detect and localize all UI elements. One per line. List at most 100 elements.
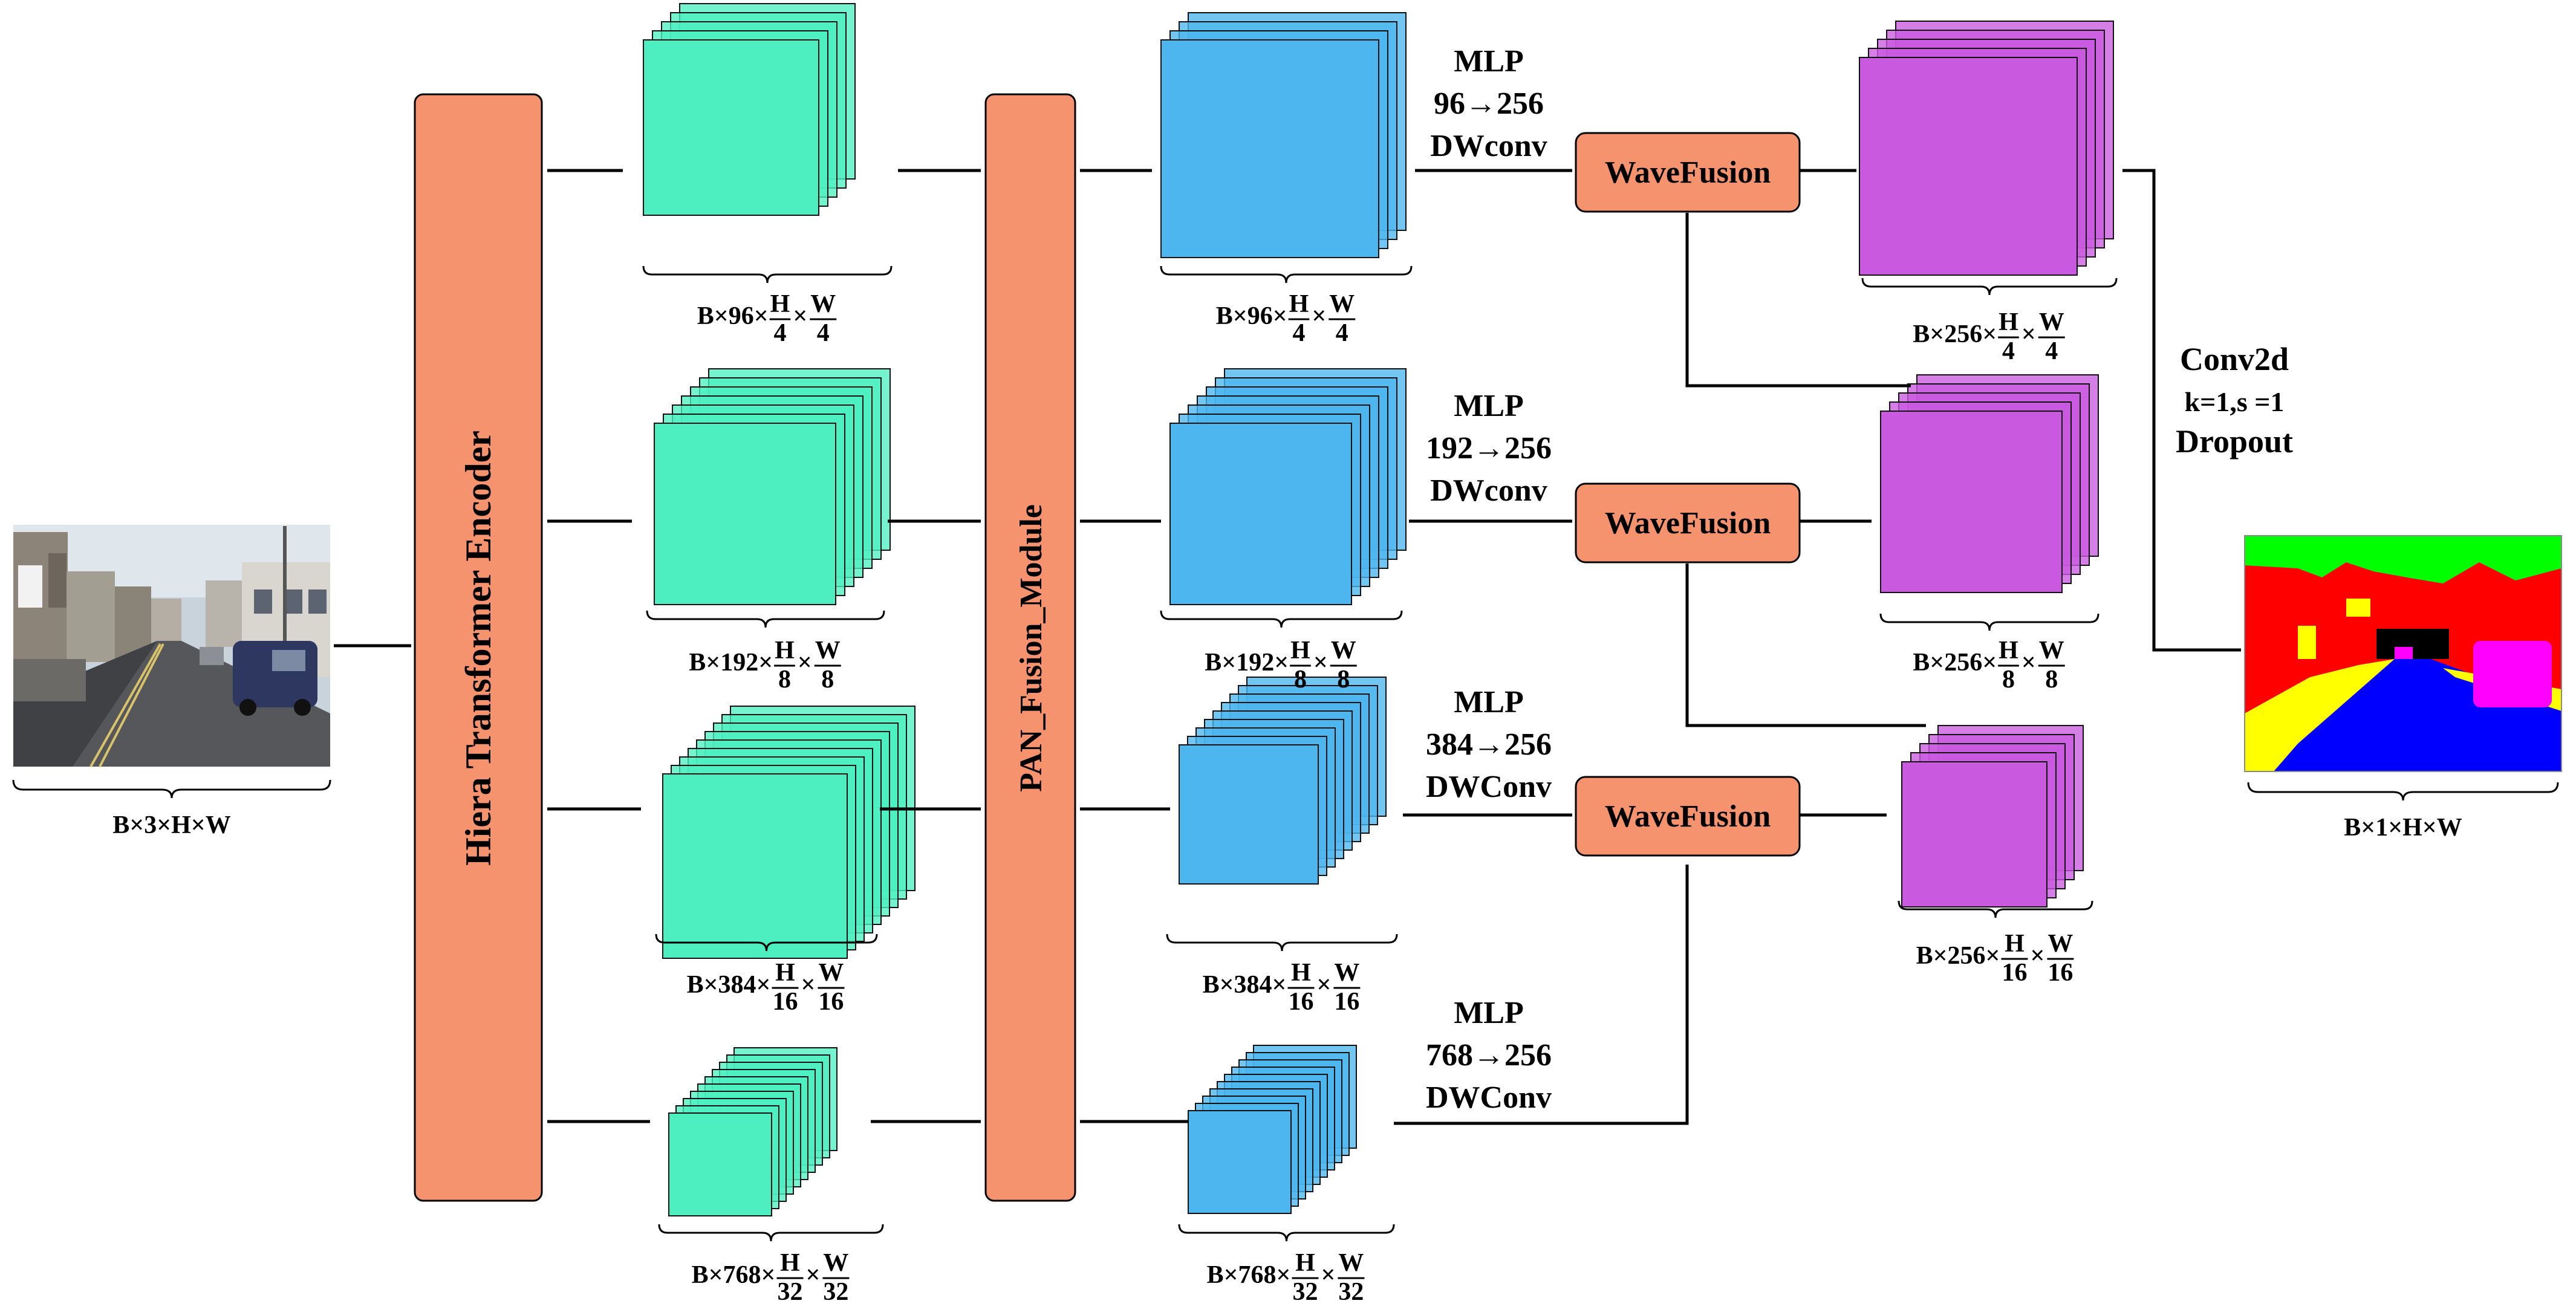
fused-feature-dim-label-1: B×256×H4×W4: [1913, 308, 2065, 365]
svg-text:768→256: 768→256: [1426, 1038, 1552, 1073]
svg-text:k=1,s =1: k=1,s =1: [2185, 386, 2285, 417]
frac-numerator: H: [1999, 308, 2018, 336]
fused-feature-stack-2: [1880, 374, 2099, 593]
frac-denominator: 32: [823, 1278, 848, 1306]
feature-map-layer: [1880, 411, 2063, 593]
frac-numerator: H: [775, 959, 795, 987]
pan-fusion-label: PAN_Fusion_Module: [1014, 504, 1049, 792]
svg-text:MLP: MLP: [1454, 685, 1524, 719]
frac-denominator: 32: [1338, 1278, 1364, 1306]
input-label-brace: [12, 779, 331, 799]
dimension-brace: [655, 933, 878, 952]
input-image: [13, 525, 330, 767]
frac-numerator: W: [1331, 637, 1356, 664]
frac-denominator: 16: [818, 988, 844, 1016]
encoder-feature-stack-3: [662, 706, 916, 959]
output-segmentation-map: [2244, 535, 2562, 772]
dimension-brace: [1861, 278, 2118, 296]
frac-numerator: W: [815, 637, 841, 664]
dim-prefix: B×384×: [687, 971, 771, 999]
pan-feature-dim-label-2: B×192×H8×W8: [1205, 637, 1357, 693]
dim-prefix: B×256×: [1913, 649, 1997, 677]
dimension-brace: [646, 610, 885, 628]
dimension-brace: [1879, 613, 2100, 631]
frac-numerator: W: [1334, 959, 1359, 987]
times-sign: ×: [798, 649, 812, 677]
pan-feature-stack-2: [1169, 368, 1407, 605]
pan-fusion-block: [984, 93, 1076, 1202]
times-sign: ×: [2030, 942, 2044, 970]
frac-denominator: 16: [2047, 959, 2073, 987]
frac-denominator: 4: [1292, 319, 1305, 347]
encoder-feature-stack-2: [654, 368, 891, 605]
feature-map-layer: [662, 773, 848, 959]
encoder-feature-dim-label-2: B×192×H8 ×W8: [689, 637, 841, 693]
frac-denominator: 8: [821, 666, 834, 693]
frac-numerator: W: [1338, 1249, 1364, 1277]
pan-feature-stack-3: [1179, 677, 1387, 885]
frac-numerator: W: [2039, 308, 2064, 336]
frac-numerator: W: [2039, 637, 2064, 664]
frac-denominator: 8: [778, 666, 791, 693]
frac-numerator: W: [1329, 290, 1355, 318]
conv-label: Conv2d k=1,s =1 Dropout: [2176, 341, 2293, 459]
feature-map-layer: [1859, 57, 2078, 276]
dim-prefix: B×768×: [1207, 1261, 1291, 1289]
svg-text:MLP: MLP: [1454, 389, 1524, 423]
frac-numerator: H: [775, 637, 795, 664]
frac-numerator: H: [780, 1249, 800, 1277]
dim-prefix: B×384×: [1203, 971, 1287, 999]
arrow-fused3-up-to-wavefusion-2: [1685, 563, 1926, 727]
arrow-fused2-up-to-wavefusion-1: [1685, 213, 1911, 388]
frac-denominator: 32: [1292, 1278, 1318, 1306]
svg-text:192→256: 192→256: [1426, 431, 1552, 466]
wavefusion-block-2: WaveFusion: [1575, 482, 1801, 563]
frac-denominator: 4: [773, 319, 786, 347]
svg-text:DWconv: DWconv: [1430, 129, 1547, 163]
dimension-brace: [642, 265, 893, 284]
times-sign: ×: [805, 1261, 820, 1289]
frac-numerator: H: [1999, 637, 2018, 664]
frac-denominator: 16: [1288, 988, 1313, 1016]
svg-text:Dropout: Dropout: [2176, 423, 2293, 459]
wavefusion-block-3: WaveFusion: [1575, 776, 1801, 857]
mlp-label-4: MLP 768→256 DWConv: [1426, 996, 1552, 1115]
frac-numerator: W: [818, 959, 844, 987]
frac-denominator: 4: [817, 319, 830, 347]
input-dimension-label: B×3×H×W: [112, 811, 230, 839]
pan-feature-stack-4: [1188, 1045, 1357, 1214]
frac-numerator: H: [1291, 959, 1311, 987]
wavefusion-block-1: WaveFusion: [1575, 132, 1801, 213]
times-sign: ×: [1316, 971, 1331, 999]
svg-text:MLP: MLP: [1454, 44, 1524, 79]
pan-feature-dim-label-4: B×768×H32×W32: [1207, 1249, 1365, 1306]
frac-denominator: 32: [777, 1278, 802, 1306]
dim-prefix: B×192×: [689, 649, 773, 677]
mlp-label-2: MLP 192→256 DWconv: [1426, 389, 1552, 508]
pan-feature-dim-label-3: B×384×H16×W16: [1203, 959, 1361, 1016]
times-sign: ×: [793, 302, 807, 330]
arrow-fused1-to-output: [2122, 169, 2241, 652]
fused-feature-stack-3: [1901, 725, 2084, 908]
dim-prefix: B×256×: [1916, 942, 2000, 970]
frac-denominator: 8: [1337, 666, 1350, 693]
dim-prefix: B×96×: [1216, 302, 1287, 330]
svg-text:DWConv: DWConv: [1426, 1080, 1552, 1115]
frac-denominator: 8: [2002, 666, 2015, 693]
feature-map-layer: [1901, 761, 2047, 908]
fused-feature-stack-1: [1859, 21, 2114, 276]
frac-numerator: H: [2005, 930, 2025, 958]
frac-denominator: 4: [2045, 337, 2058, 365]
wavefusion-label: WaveFusion: [1605, 506, 1771, 541]
svg-text:96→256: 96→256: [1434, 86, 1544, 121]
svg-text:MLP: MLP: [1454, 996, 1524, 1030]
times-sign: ×: [2021, 320, 2036, 348]
dim-prefix: B×96×: [697, 302, 769, 330]
svg-text:DWconv: DWconv: [1430, 473, 1547, 508]
dim-prefix: B×192×: [1205, 649, 1289, 677]
frac-denominator: 8: [2045, 666, 2058, 693]
frac-numerator: H: [1290, 637, 1310, 664]
encoder-feature-dim-label-1: B×96×H4×W4: [697, 290, 837, 347]
output-dimension-label: B×1×H×W: [2344, 814, 2462, 842]
